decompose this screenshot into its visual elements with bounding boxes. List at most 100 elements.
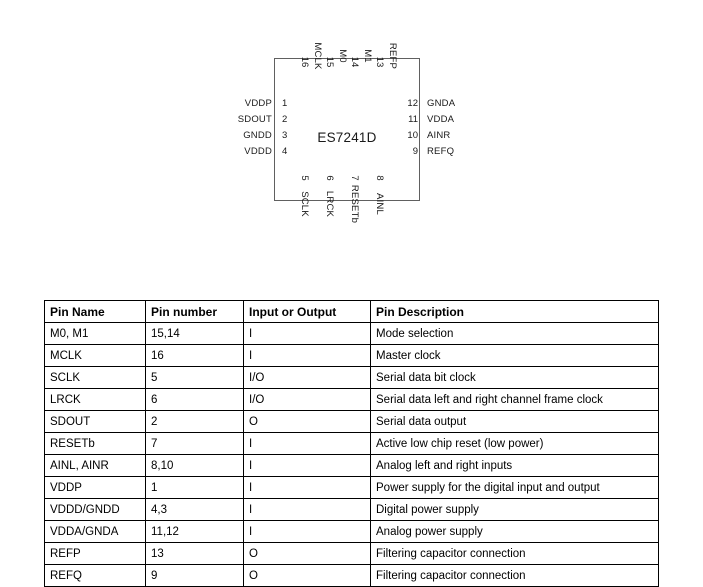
pin-number-8: 8: [374, 175, 385, 181]
left-pin-labels: VDDP SDOUT GNDD VDDD: [200, 96, 272, 160]
cell-pin-name: SDOUT: [44, 410, 146, 433]
right-pin-numbers: 12 11 10 9: [394, 96, 418, 160]
top-pin-number-slot-14: 14: [349, 57, 368, 86]
pin-number-3: 3: [282, 130, 288, 141]
bottom-pin-slot-7: RESETb: [349, 185, 368, 264]
cell-description: Active low chip reset (low power): [370, 432, 659, 455]
table-row: LRCK 6 I/O Serial data left and right ch…: [44, 388, 659, 411]
top-pin-number-slot-13: 13: [374, 57, 393, 86]
pin-label-sclk: SCLK: [299, 191, 310, 217]
top-pin-slot-15: M0: [329, 4, 348, 63]
cell-pin-number: 8,10: [145, 454, 244, 477]
table-row: REFQ 9 O Filtering capacitor connection: [44, 564, 659, 587]
table-row: VDDP 1 I Power supply for the digital in…: [44, 476, 659, 499]
cell-description: Analog left and right inputs: [370, 454, 659, 477]
pin-description-table: Pin Name Pin number Input or Output Pin …: [44, 300, 659, 587]
cell-pin-name: REFP: [44, 542, 146, 565]
cell-description: Digital power supply: [370, 498, 659, 521]
table-body: M0, M1 15,14 I Mode selection MCLK 16 I …: [44, 322, 659, 587]
pin-label-ainl: AINL: [374, 193, 385, 215]
column-header-input-output: Input or Output: [243, 300, 371, 323]
pin-number-11: 11: [408, 114, 418, 125]
bottom-pin-slot-5: SCLK: [299, 191, 318, 264]
top-pin-number-slot-16: 16: [299, 57, 318, 86]
top-pin-labels: MCLK M0 M1 REFP: [274, 0, 420, 69]
cell-description: Analog power supply: [370, 520, 659, 543]
cell-description: Filtering capacitor connection: [370, 564, 659, 587]
pin-number-4: 4: [282, 146, 288, 157]
cell-io: I: [243, 498, 371, 521]
pin-label-gndd: GNDD: [243, 130, 272, 141]
pin-label-lrck: LRCK: [324, 190, 335, 218]
table-row: AINL, AINR 8,10 I Analog left and right …: [44, 454, 659, 477]
pin-label-ainr: AINR: [427, 130, 451, 141]
cell-io: O: [243, 564, 371, 587]
table-header-row: Pin Name Pin number Input or Output Pin …: [44, 300, 659, 323]
cell-pin-name: VDDP: [44, 476, 146, 499]
cell-io: O: [243, 410, 371, 433]
table-row: SDOUT 2 O Serial data output: [44, 410, 659, 433]
cell-io: O: [243, 542, 371, 565]
cell-description: Serial data left and right channel frame…: [370, 388, 659, 411]
bottom-pin-numbers: 5 6 7 8: [274, 175, 420, 200]
pin-description-table-container: Pin Name Pin number Input or Output Pin …: [44, 300, 659, 587]
cell-io: I: [243, 322, 371, 345]
pin-number-14: 14: [349, 56, 360, 68]
cell-pin-name: RESETb: [44, 432, 146, 455]
cell-pin-name: VDDA/GNDA: [44, 520, 146, 543]
cell-pin-name: REFQ: [44, 564, 146, 587]
cell-pin-number: 9: [145, 564, 244, 587]
pin-number-5: 5: [299, 175, 310, 181]
column-header-pin-description: Pin Description: [370, 300, 659, 323]
table-row: RESETb 7 I Active low chip reset (low po…: [44, 432, 659, 455]
cell-pin-number: 6: [145, 388, 244, 411]
cell-pin-name: MCLK: [44, 344, 146, 367]
cell-pin-number: 7: [145, 432, 244, 455]
bottom-pin-slot-8: AINL: [374, 193, 393, 264]
table-row: MCLK 16 I Master clock: [44, 344, 659, 367]
pin-label-vdda: VDDA: [427, 114, 455, 125]
right-pin-labels: GNDA VDDA AINR REFQ: [427, 96, 507, 160]
cell-pin-number: 11,12: [145, 520, 244, 543]
table-row: VDDA/GNDA 11,12 I Analog power supply: [44, 520, 659, 543]
table-row: M0, M1 15,14 I Mode selection: [44, 322, 659, 345]
cell-pin-number: 2: [145, 410, 244, 433]
column-header-pin-name: Pin Name: [44, 300, 146, 323]
pin-number-1: 1: [282, 98, 288, 109]
cell-pin-number: 4,3: [145, 498, 244, 521]
pin-number-10: 10: [407, 130, 418, 141]
cell-io: I: [243, 454, 371, 477]
cell-description: Filtering capacitor connection: [370, 542, 659, 565]
table-row: SCLK 5 I/O Serial data bit clock: [44, 366, 659, 389]
bottom-pin-slot-6: LRCK: [324, 191, 343, 264]
cell-description: Serial data bit clock: [370, 366, 659, 389]
cell-description: Master clock: [370, 344, 659, 367]
pin-label-refq: REFQ: [427, 146, 455, 157]
cell-pin-name: VDDD/GNDD: [44, 498, 146, 521]
cell-io: I: [243, 520, 371, 543]
pin-number-16: 16: [299, 56, 310, 68]
table-row: REFP 13 O Filtering capacitor connection: [44, 542, 659, 565]
bottom-pin-labels: SCLK LRCK RESETb AINL: [274, 185, 420, 264]
cell-pin-number: 16: [145, 344, 244, 367]
top-pin-numbers: 16 15 14 13: [274, 56, 420, 86]
top-pin-slot-16: MCLK: [304, 4, 323, 69]
chip-pinout-diagram: ES7241D VDDP SDOUT GNDD VDDD 1 2 3 4 12 …: [0, 0, 703, 270]
pin-number-15: 15: [324, 56, 335, 68]
cell-io: I: [243, 476, 371, 499]
cell-description: Power supply for the digital input and o…: [370, 476, 659, 499]
pin-number-7: 7: [349, 175, 360, 181]
cell-pin-number: 1: [145, 476, 244, 499]
chip-part-number: ES7241D: [317, 130, 377, 145]
cell-description: Serial data output: [370, 410, 659, 433]
cell-io: I/O: [243, 366, 371, 389]
pin-number-9: 9: [412, 146, 418, 157]
cell-pin-name: AINL, AINR: [44, 454, 146, 477]
cell-pin-name: SCLK: [44, 366, 146, 389]
pin-number-6: 6: [324, 175, 335, 181]
pin-label-vddp: VDDP: [244, 98, 272, 109]
pin-number-2: 2: [282, 114, 288, 125]
cell-description: Mode selection: [370, 322, 659, 345]
top-pin-slot-14: M1: [354, 4, 373, 63]
cell-io: I: [243, 432, 371, 455]
